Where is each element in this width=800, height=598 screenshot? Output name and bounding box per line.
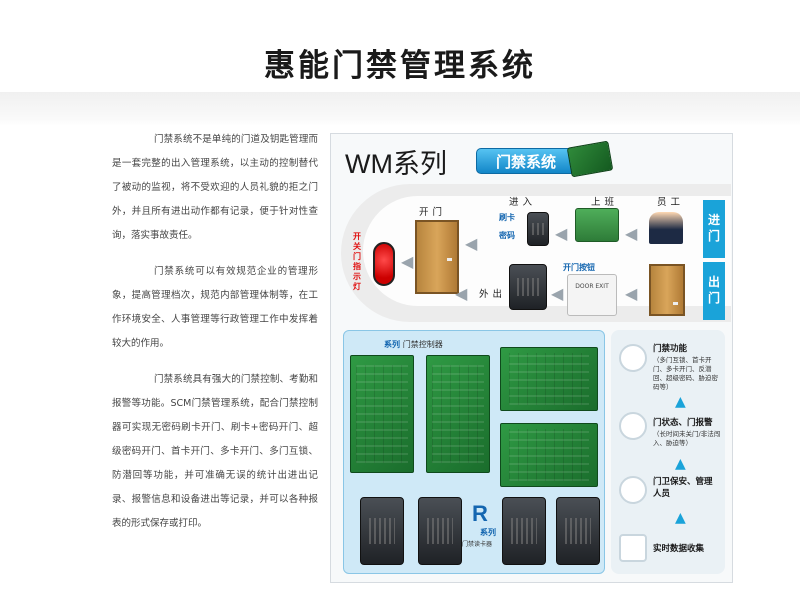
arrow-left-icon: ◀ [555, 224, 568, 243]
exit-door-icon [649, 264, 685, 316]
access-control-diagram: WM系列 门禁系统 进门 出门 开门 进入 上班 员工 外出 开门按钮 刷卡 密… [330, 133, 733, 583]
reader-series-letter: R [472, 501, 488, 526]
function-desc: （长时间未关门/非法闯入、胁迫等） [653, 430, 721, 447]
card-reader [502, 497, 546, 565]
exit-tab-label: 出门 [707, 275, 720, 305]
employees-icon [649, 212, 683, 244]
employee-label: 员工 [657, 197, 685, 208]
arrow-up-icon: ▲ [675, 510, 686, 526]
exit-button-label: 开门按钮 [563, 263, 595, 272]
arrow-left-icon: ◀ [465, 234, 478, 253]
arrow-left-icon: ◀ [551, 284, 564, 303]
open-door-label: 开门 [419, 207, 447, 218]
intro-paragraph: 门禁系统具有强大的门禁控制、考勤和报警等功能。SCM门禁管理系统，配合门禁控制器… [112, 374, 318, 529]
reader-series-label: 系列 [480, 528, 496, 537]
controller-board [500, 347, 598, 411]
exit-reader-icon [509, 264, 547, 310]
arrow-left-icon: ◀ [401, 252, 414, 271]
arrow-left-icon: ◀ [625, 284, 638, 303]
alarm-icon [619, 412, 647, 440]
enter-label: 进入 [509, 197, 537, 208]
functions-panel: 门禁功能 （多门互锁、首卡开门、多卡开门、反潜回、超级密码、胁迫密码等） ▲ 门… [611, 330, 725, 574]
controller-series-label: 系列 门禁控制器 [384, 339, 443, 350]
controller-board [350, 355, 414, 473]
function-title: 门状态、门报警 [653, 418, 713, 428]
page-title: 惠能门禁管理系统 [264, 48, 536, 84]
data-collection-icon [619, 534, 647, 562]
enter-tab-label: 进门 [707, 213, 720, 243]
function-title: 实时数据收集 [653, 544, 705, 554]
security-guard-icon [619, 476, 647, 504]
reader-name-label: 门禁读卡器 [462, 541, 493, 548]
arrow-up-icon: ▲ [675, 456, 686, 472]
lamp-label: 开关门指示灯 [353, 232, 361, 291]
card-reader [418, 497, 462, 565]
card-reader [556, 497, 600, 565]
controller-board [500, 423, 598, 487]
series-text: 系列 [384, 340, 400, 349]
controller-board [426, 355, 490, 473]
title-band [0, 92, 800, 126]
door-icon [415, 220, 459, 294]
enter-tab: 进门 [703, 200, 725, 258]
intro-paragraph: 门禁系统不是单纯的门道及钥匙管理而是一套完整的出入管理系统，以主动的控制替代了被… [112, 134, 318, 241]
function-desc: （多门互锁、首卡开门、多卡开门、反潜回、超级密码、胁迫密码等） [653, 356, 718, 391]
go-out-label: 外出 [479, 289, 507, 300]
function-title: 门禁功能 [653, 344, 688, 354]
controllers-panel: 系列 门禁控制器 R 系列 门禁读卡器 [343, 330, 605, 574]
system-badge: 门禁系统 [476, 148, 576, 174]
controller-board-icon [566, 140, 614, 178]
arrow-left-icon: ◀ [455, 284, 468, 303]
arrow-up-icon: ▲ [675, 394, 686, 410]
card-label: 刷卡 [499, 213, 515, 222]
wm-series-title: WM系列 [345, 149, 447, 179]
controller-name-text: 门禁控制器 [402, 340, 443, 349]
password-label: 密码 [499, 231, 515, 240]
card-reader-icon [527, 212, 549, 246]
intro-paragraph: 门禁系统可以有效规范企业的管理形象，提高管理档次，规范内部管理体制等，在工作环境… [112, 266, 318, 349]
exit-tab: 出门 [703, 262, 725, 320]
card-reader [360, 497, 404, 565]
office-building-icon [575, 208, 619, 242]
intro-text: 门禁系统不是单纯的门道及钥匙管理而是一套完整的出入管理系统，以主动的控制替代了被… [112, 128, 318, 548]
cycle-icon [619, 344, 647, 372]
function-title: 门卫保安、管理人员 [653, 477, 713, 499]
arrow-left-icon: ◀ [625, 224, 638, 243]
go-to-work-label: 上班 [591, 197, 619, 208]
exit-button-icon: DOOR EXIT [567, 274, 617, 316]
alarm-lamp-icon [373, 242, 395, 286]
